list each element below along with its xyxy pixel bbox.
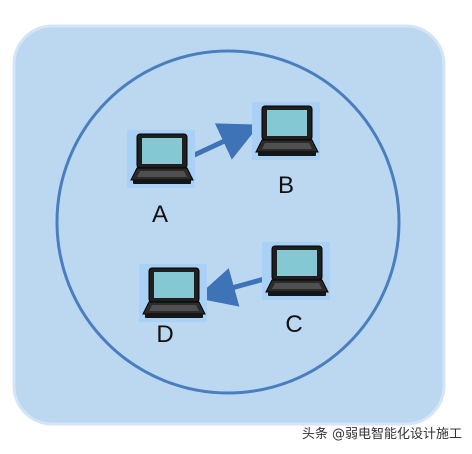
laptop-icon [251, 101, 321, 161]
node-label-a: A [152, 201, 168, 228]
node-label-d: D [156, 321, 173, 348]
node-label-b: B [278, 172, 294, 199]
watermark-text: 头条 @弱电智能化设计施工 [301, 427, 462, 442]
edge-a-to-b [188, 123, 260, 160]
laptop-icon [138, 263, 208, 323]
node-label-c: C [285, 311, 302, 338]
network-boundary-circle [55, 49, 401, 395]
edge-c-to-d [195, 268, 269, 307]
background-panel [12, 24, 446, 426]
laptop-icon [261, 241, 331, 301]
laptop-icon [126, 129, 196, 189]
